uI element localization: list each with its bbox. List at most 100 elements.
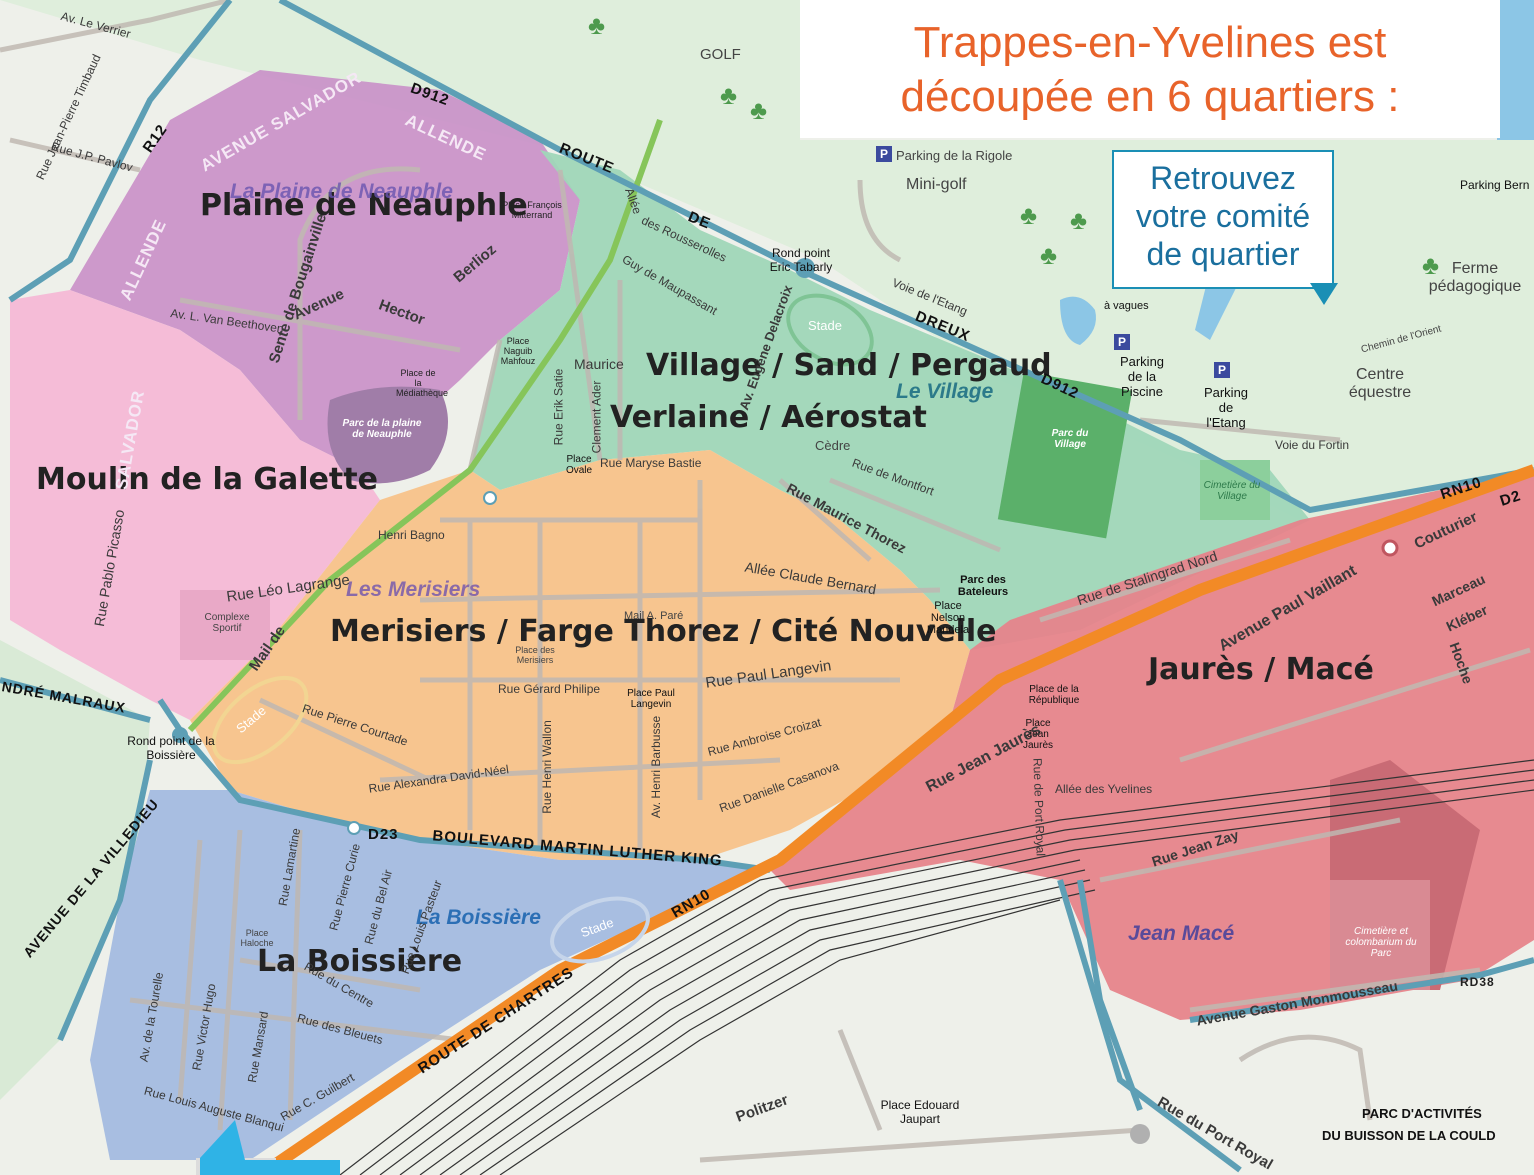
district-plaine-de-neauphle bbox=[70, 70, 580, 470]
tree-icon: ♣ bbox=[588, 10, 606, 40]
tree-icon: ♣ bbox=[750, 95, 768, 125]
rn10 bbox=[256, 464, 1534, 1175]
tree-icon: ♣ bbox=[1070, 205, 1088, 235]
mail-aqueduc bbox=[187, 118, 663, 733]
label-place-mediatheque: Place de la Médiathèque bbox=[396, 368, 449, 398]
road-label-yvelines: Allée des Yvelines bbox=[1055, 782, 1153, 796]
label-mail-pare: Mail A. Paré bbox=[624, 610, 684, 622]
label-mini-golf: Mini-golf bbox=[906, 176, 967, 193]
label-place-jean-jaures: Place Jean Jaurès bbox=[1022, 718, 1053, 751]
tree-icon: ♣ bbox=[1422, 250, 1440, 280]
label-parc-activites-1: PARC D'ACTIVITÉS bbox=[1362, 1106, 1482, 1121]
subname-boissiere: La Boissière bbox=[416, 906, 541, 929]
label-golf: GOLF bbox=[700, 46, 741, 63]
district-moulin-de-la-galette bbox=[10, 290, 380, 720]
label-parc-village: Parc du Village bbox=[1051, 428, 1089, 450]
label-place-jaupart: Place Edouard Jaupart bbox=[880, 1098, 960, 1126]
label-place-republique: Place de la République bbox=[1028, 684, 1080, 706]
road-label-rd38: RD38 bbox=[1460, 975, 1495, 989]
rond-point-berlioz bbox=[483, 491, 497, 505]
complexe-sportif bbox=[180, 590, 270, 660]
label-place-mahfouz: Place Naguib Mahfouz bbox=[500, 336, 536, 366]
parking-icon: P bbox=[1114, 334, 1130, 350]
label-place-haloche: Place Haloche bbox=[240, 928, 274, 948]
quartier-plaine-de-neauphle[interactable]: Plaine de Neauphle bbox=[200, 188, 528, 223]
label-cimetiere-parc: Cimetière et colombarium du Parc bbox=[1345, 926, 1417, 959]
road-label-henri-wallon: Rue Henri Wallon bbox=[539, 720, 554, 814]
label-rond-point-tabarly: Rond point Eric Tabarly bbox=[769, 246, 833, 274]
label-place-mitterrand: Place François Mitterrand bbox=[502, 200, 562, 220]
label-parking-piscine[interactable]: Parking de la Piscine bbox=[1119, 354, 1165, 399]
railway bbox=[339, 759, 1534, 1175]
label-place-ovale: Place Ovale bbox=[565, 454, 593, 476]
rond-point-couturier bbox=[1381, 539, 1399, 557]
tree-icon: ♣ bbox=[1040, 240, 1058, 270]
label-a-vagues: à vagues bbox=[1104, 300, 1149, 312]
park-plaine bbox=[327, 386, 448, 484]
stade-merisiers bbox=[211, 675, 309, 765]
tree-icon: ♣ bbox=[720, 80, 738, 110]
quartier-moulin-de-la-galette[interactable]: Moulin de la Galette bbox=[36, 462, 378, 497]
road-label-clement-ader: Clement Ader bbox=[589, 380, 604, 454]
label-centre-equestre: Centre équestre bbox=[1348, 366, 1412, 401]
rond-point-eric-tabarly bbox=[795, 258, 815, 278]
comite-callout[interactable]: Retrouvez votre comité de quartier bbox=[1112, 150, 1338, 305]
quartier-jaures-mace[interactable]: Jaurès / Macé bbox=[1148, 652, 1374, 687]
label-stade-village: Stade bbox=[808, 318, 842, 333]
label-parc-plaine: Parc de la plaine de Neauphle bbox=[342, 418, 422, 440]
subname-merisiers: Les Merisiers bbox=[346, 578, 481, 601]
label-parc-activites-2: DU BUISSON DE LA COULD bbox=[1322, 1128, 1496, 1143]
label-ferme-pedagogique: Ferme pédagogique bbox=[1428, 260, 1522, 295]
road-label-erik-satie: Rue Erik Satie bbox=[551, 368, 566, 446]
quartier-village-line-2[interactable]: Verlaine / Aérostat bbox=[610, 400, 927, 435]
callout-line-3: de quartier bbox=[1146, 236, 1300, 272]
quartier-village-line-1[interactable]: Village / Sand / Pergaud bbox=[646, 348, 1052, 383]
label-cimetiere-village: Cimetière du Village bbox=[1203, 480, 1261, 502]
rond-point-boissiere bbox=[172, 727, 188, 743]
road-label-d23: D23 bbox=[368, 826, 399, 843]
outside-green-north bbox=[0, 0, 1534, 520]
road-label-henri-bagno: Henri Bagno bbox=[378, 528, 445, 542]
subname-jean-mace: Jean Macé bbox=[1128, 922, 1235, 945]
label-complexe-sportif: Complexe Sportif bbox=[204, 612, 250, 634]
label-cedre: Cèdre bbox=[815, 438, 851, 453]
parking-icon: P bbox=[1214, 362, 1230, 378]
rond-point-d23 bbox=[347, 821, 361, 835]
label-parking-rigole[interactable]: Parking de la Rigole bbox=[896, 148, 1013, 163]
quartier-merisiers[interactable]: Merisiers / Farge Thorez / Cité Nouvelle bbox=[330, 614, 997, 649]
title-box: Trappes-en-Yvelines est découpée en 6 qu… bbox=[800, 0, 1500, 138]
road-label-maurice: Maurice bbox=[574, 356, 624, 372]
lake bbox=[1060, 296, 1096, 345]
title-line-1: Trappes-en-Yvelines est bbox=[913, 18, 1387, 67]
outside-green-west bbox=[0, 640, 150, 1100]
stade-village bbox=[786, 293, 874, 367]
tree-icon: ♣ bbox=[1020, 200, 1038, 230]
label-place-paul-langevin: Place Paul Langevin bbox=[627, 688, 675, 710]
label-place-merisiers: Place des Merisiers bbox=[515, 645, 555, 665]
corner-box-blue bbox=[200, 1120, 340, 1175]
callout-line-1: Retrouvez bbox=[1150, 160, 1296, 196]
quartier-la-boissiere[interactable]: La Boissière bbox=[257, 944, 463, 979]
label-rond-point-boissiere: Rond point de la Boissière bbox=[127, 734, 215, 762]
callout-tail bbox=[1310, 283, 1338, 305]
road-label-barbusse: Av. Henri Barbusse bbox=[649, 715, 664, 819]
cimetiere-parc-inner bbox=[1330, 880, 1430, 990]
parking-icon: P bbox=[876, 146, 892, 162]
stade-boissiere bbox=[550, 896, 650, 964]
label-parking-bern: Parking Bern bbox=[1460, 178, 1530, 192]
subname-plaine: La Plaine de Neauphle bbox=[230, 180, 453, 203]
title-line-2: découpée en 6 quartiers : bbox=[900, 72, 1400, 121]
road-label-maryse-bastie: Rue Maryse Bastie bbox=[600, 456, 702, 470]
label-parking-etang[interactable]: Parking de l'Etang bbox=[1203, 385, 1249, 430]
road-label-voie-fortin: Voie du Fortin bbox=[1275, 438, 1350, 452]
subname-village: Le Village bbox=[896, 380, 994, 403]
district-la-boissiere bbox=[90, 790, 760, 1160]
callout-line-2: votre comité bbox=[1135, 198, 1311, 234]
road-label-gerard-philipe: Rue Gérard Philipe bbox=[498, 682, 601, 696]
rond-point-south bbox=[1130, 1124, 1150, 1144]
label-place-nelson-mandela: Place Nelson Mandela bbox=[926, 600, 970, 636]
label-parc-bateleurs: Parc des Bateleurs bbox=[957, 574, 1009, 598]
water-top-right bbox=[1497, 0, 1534, 140]
